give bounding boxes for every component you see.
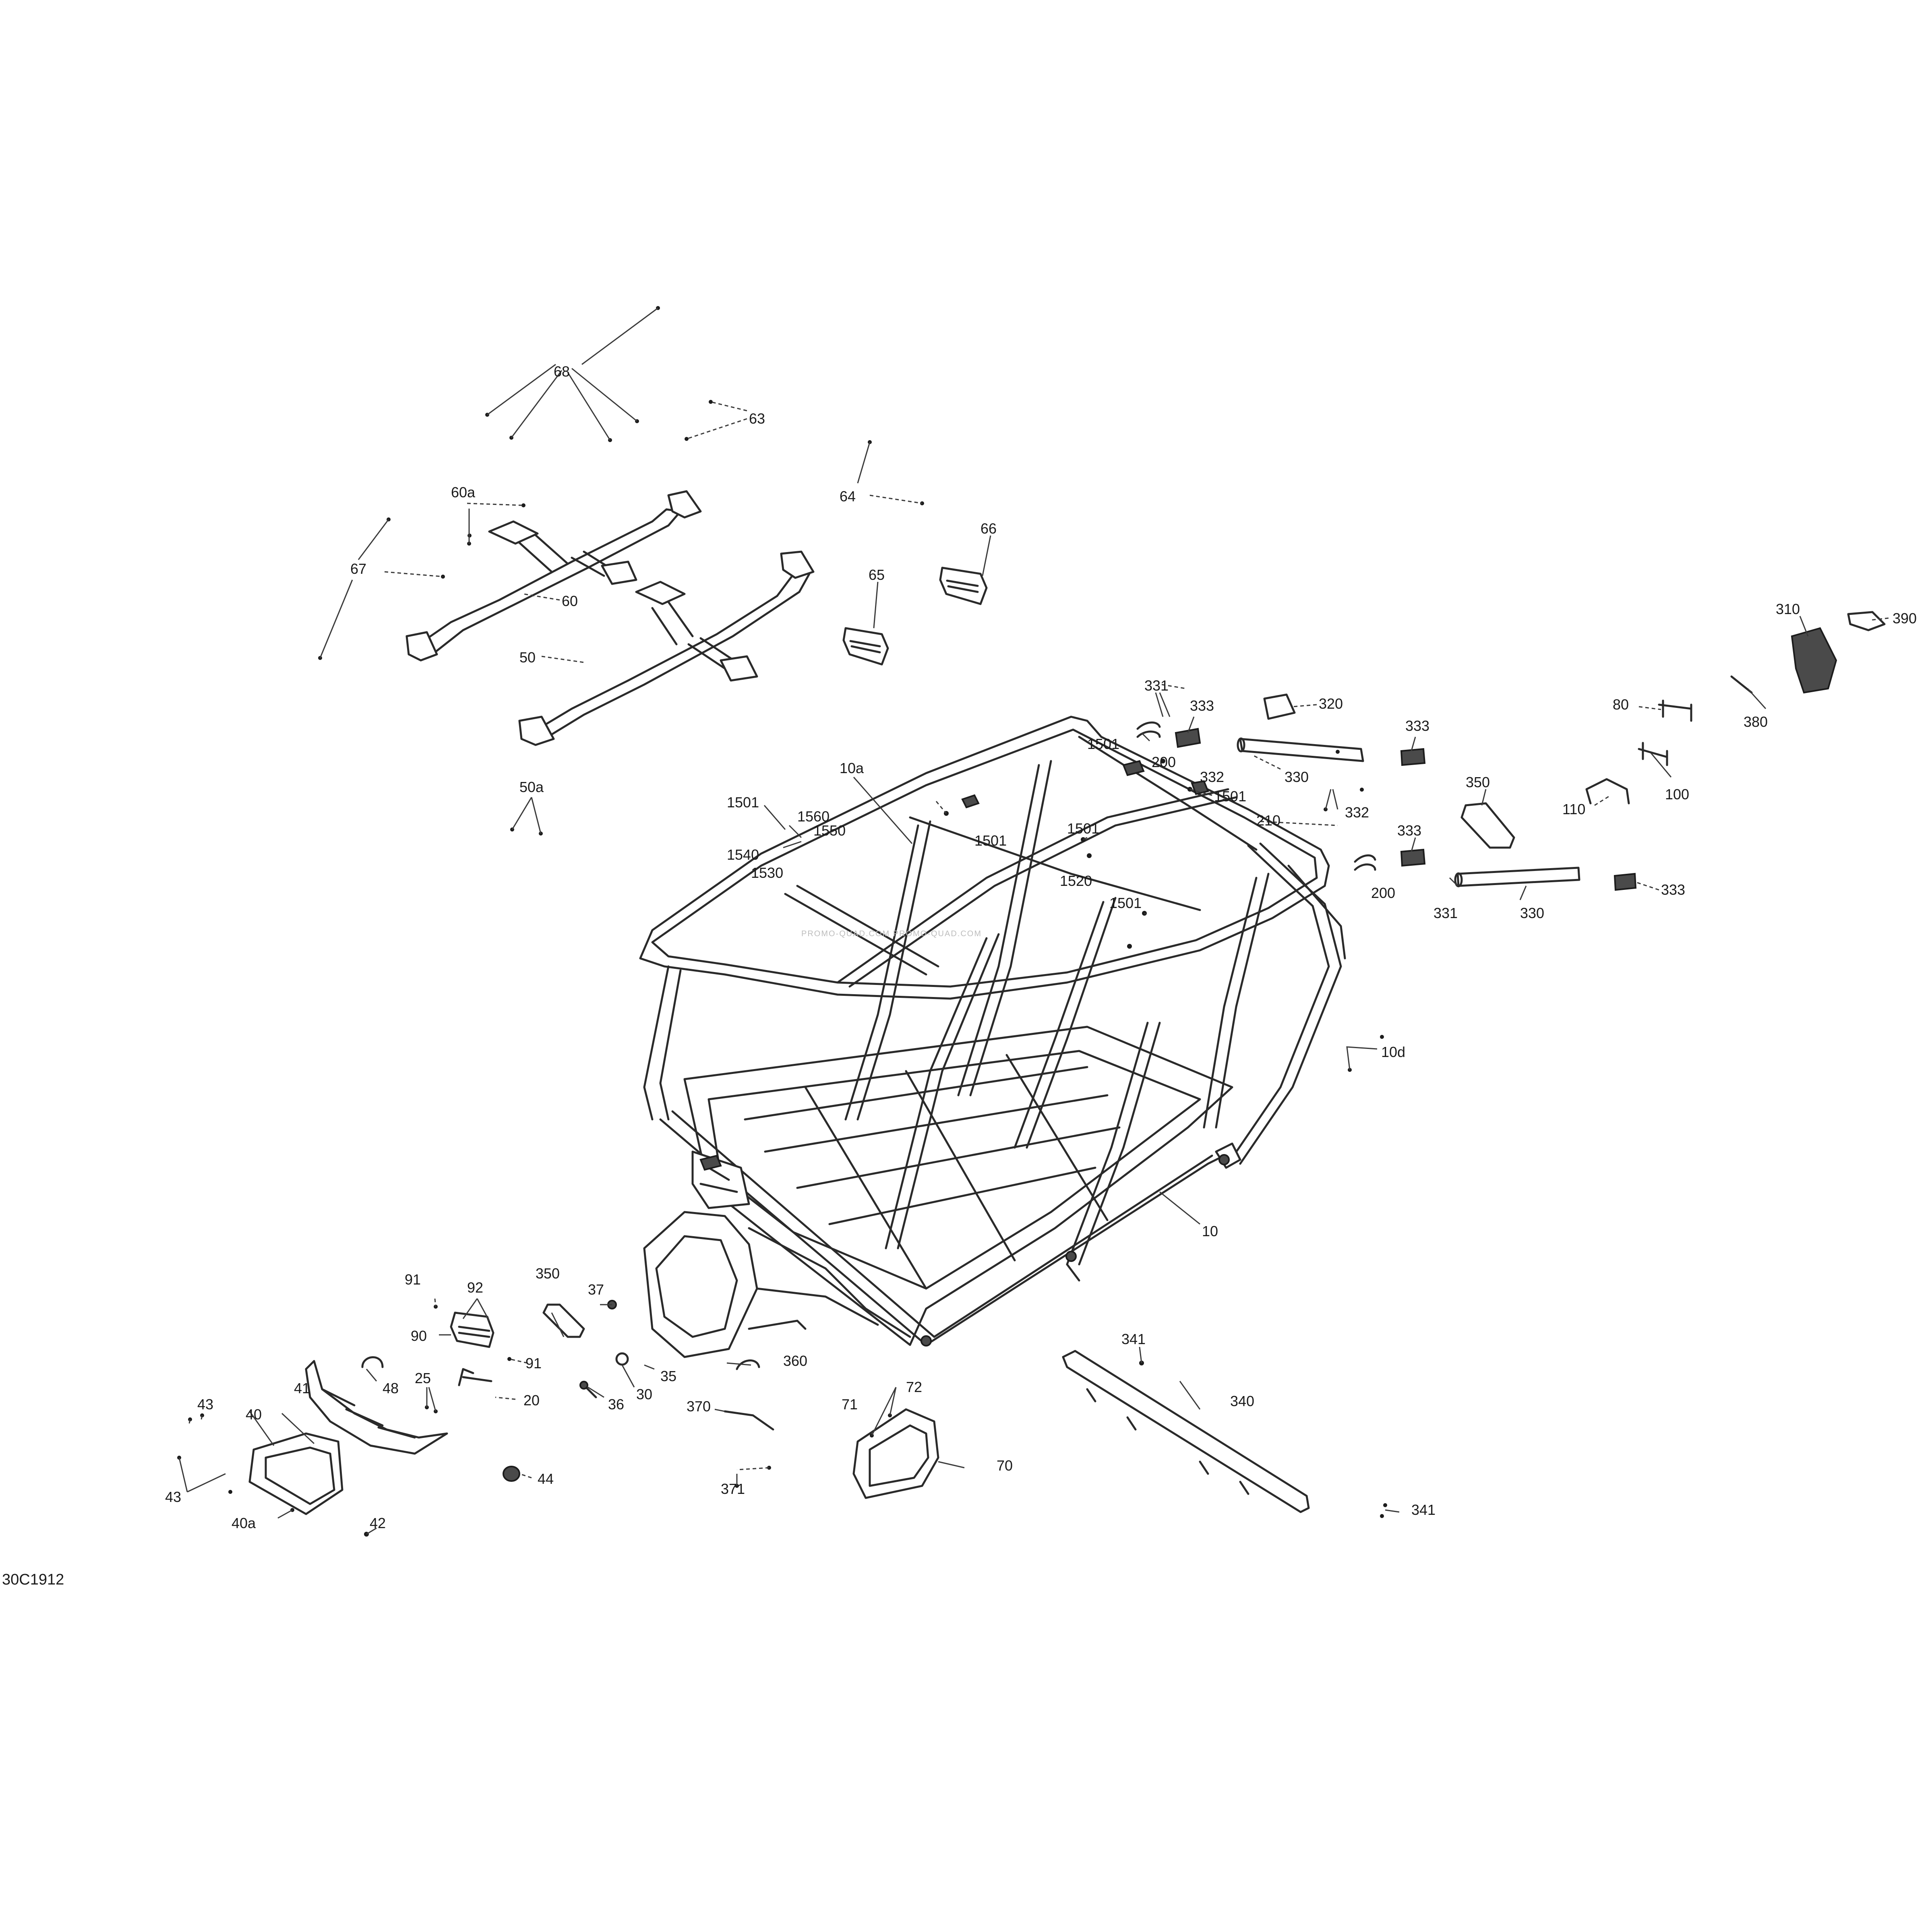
support-70 <box>852 1408 939 1499</box>
diagram-code: 30C1912 <box>2 1571 64 1588</box>
callout-333-mid: 333 <box>1397 822 1421 839</box>
callout-333-far: 333 <box>1661 881 1685 898</box>
callout-90: 90 <box>411 1328 427 1344</box>
callout-370: 370 <box>687 1398 711 1415</box>
callout-1560: 1560 <box>797 808 829 825</box>
callout-371: 371 <box>721 1481 745 1497</box>
callout-330-mid: 330 <box>1520 905 1544 921</box>
callout-341-bottom: 341 <box>1411 1502 1436 1518</box>
callout-80: 80 <box>1613 696 1629 713</box>
callout-1501-f: 1501 <box>1109 895 1142 911</box>
roof-crossbar-50 <box>518 550 815 746</box>
callout-40a: 40a <box>232 1515 256 1531</box>
callout-1501-d: 1501 <box>974 832 1007 849</box>
tube-330-lower <box>1454 867 1580 887</box>
callout-43-top: 43 <box>197 1396 213 1413</box>
callout-1550: 1550 <box>813 822 846 839</box>
bracket-66 <box>939 567 988 605</box>
callout-41: 41 <box>294 1380 310 1396</box>
callout-320: 320 <box>1319 695 1343 712</box>
callout-1501-e: 1501 <box>1067 820 1099 837</box>
callout-1520: 1520 <box>1060 873 1092 889</box>
callout-64: 64 <box>840 488 856 505</box>
callout-332-top: 332 <box>1200 769 1224 785</box>
crossmember-340 <box>1062 1350 1310 1513</box>
bracket-90 <box>450 1311 494 1348</box>
callout-67: 67 <box>350 561 366 577</box>
callout-10d: 10d <box>1381 1044 1405 1060</box>
callout-1540: 1540 <box>727 846 759 863</box>
callout-1501-b: 1501 <box>1214 788 1246 805</box>
callout-350-rear: 350 <box>1466 774 1490 790</box>
callout-63: 63 <box>749 410 765 427</box>
callout-10a: 10a <box>840 760 864 776</box>
callout-70: 70 <box>997 1457 1013 1474</box>
callout-331-top: 331 <box>1144 677 1169 694</box>
callout-310: 310 <box>1776 601 1800 617</box>
bracket-65 <box>842 627 889 666</box>
callout-43-bottom: 43 <box>165 1489 181 1505</box>
callout-50a: 50a <box>519 779 544 795</box>
callout-68: 68 <box>554 363 570 380</box>
plate-310 <box>1791 627 1837 694</box>
main-frame-10: PROMO-QUAD.COM PROMO-QUAD.COM <box>639 716 1346 1358</box>
callout-390: 390 <box>1893 610 1917 627</box>
hardware-dots <box>177 306 1387 1537</box>
callout-1530: 1530 <box>751 865 783 881</box>
callout-210: 210 <box>1256 812 1280 829</box>
callout-48: 48 <box>383 1380 399 1396</box>
callout-200-top: 200 <box>1152 754 1176 770</box>
tube-330-upper <box>1237 737 1364 762</box>
callout-65: 65 <box>869 567 885 583</box>
callout-42: 42 <box>370 1515 386 1531</box>
callout-360: 360 <box>783 1353 807 1369</box>
callout-91-bottom: 91 <box>525 1355 542 1371</box>
callout-60a: 60a <box>451 484 476 501</box>
callout-333-top: 333 <box>1190 697 1214 714</box>
watermark: PROMO-QUAD.COM PROMO-QUAD.COM <box>801 929 982 938</box>
link-350-rear <box>1460 802 1515 849</box>
callout-44: 44 <box>538 1471 554 1487</box>
callout-350-front: 350 <box>536 1265 560 1282</box>
callout-66: 66 <box>980 520 997 537</box>
callout-332-mid: 332 <box>1345 804 1369 821</box>
callout-labels: 68 63 64 60a 67 60 50 50a 65 66 331 333 … <box>165 363 1917 1531</box>
callout-1501-c: 1501 <box>727 794 759 811</box>
rod-set-80-100-110 <box>1585 675 1753 805</box>
bumper-41 <box>305 1360 448 1455</box>
callout-50: 50 <box>519 649 536 666</box>
leader-lines <box>178 307 1889 1535</box>
callout-341-top: 341 <box>1121 1331 1146 1347</box>
roof-crossbar-60 <box>405 490 702 662</box>
callout-200-mid: 200 <box>1371 885 1395 901</box>
callout-37: 37 <box>588 1281 604 1298</box>
callout-72: 72 <box>906 1379 922 1395</box>
callout-92: 92 <box>467 1279 483 1296</box>
callout-340: 340 <box>1230 1393 1254 1409</box>
callout-35: 35 <box>660 1368 676 1384</box>
callout-91-top: 91 <box>405 1271 421 1288</box>
callout-1501-a: 1501 <box>1087 736 1119 752</box>
callout-36: 36 <box>608 1396 624 1413</box>
callout-40: 40 <box>246 1406 262 1423</box>
bracket-320 <box>1263 693 1296 720</box>
callout-330-top: 330 <box>1285 769 1309 785</box>
callout-30: 30 <box>636 1386 652 1402</box>
callout-10: 10 <box>1202 1223 1218 1239</box>
callout-380: 380 <box>1744 714 1768 730</box>
callout-25: 25 <box>415 1370 431 1386</box>
strap-390 <box>1847 611 1886 631</box>
callout-110: 110 <box>1562 801 1585 817</box>
callout-60: 60 <box>562 593 578 609</box>
hose-200-set <box>1136 721 1376 871</box>
callout-71: 71 <box>842 1396 858 1413</box>
skid-plate-40 <box>248 1432 343 1515</box>
callout-331-mid: 331 <box>1433 905 1458 921</box>
small-parts-20-48-36-30-37-44 <box>361 1300 774 1482</box>
mount-333-set <box>1175 728 1637 891</box>
callout-333-right: 333 <box>1405 718 1429 734</box>
callout-20: 20 <box>523 1392 540 1409</box>
callout-100: 100 <box>1665 786 1689 803</box>
